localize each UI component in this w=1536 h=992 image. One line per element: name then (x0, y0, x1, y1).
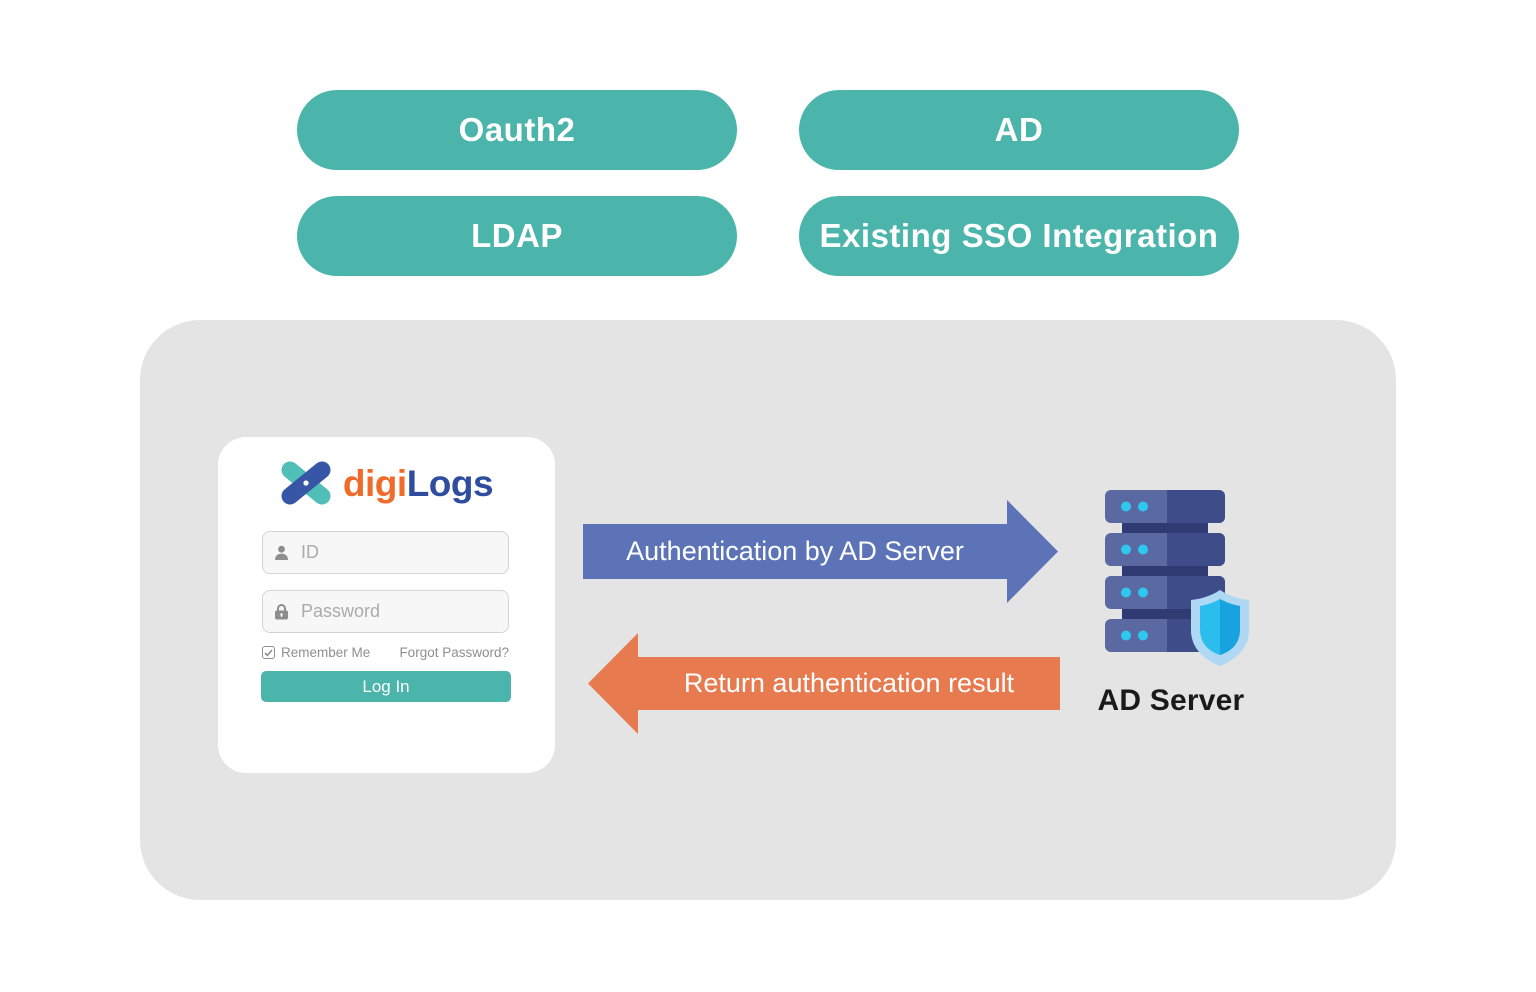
shield-icon (1191, 590, 1249, 666)
ad-server-label: AD Server (1097, 684, 1245, 717)
id-input[interactable] (262, 531, 509, 574)
right-arrow-shape (583, 500, 1058, 603)
digilogs-logo-icon (281, 461, 331, 505)
login-options-row: Remember Me Forgot Password? (262, 644, 509, 661)
brand-logs: Logs (406, 462, 494, 504)
pill-oauth2[interactable]: Oauth2 (297, 90, 737, 170)
pill-ldap[interactable]: LDAP (297, 196, 737, 276)
id-field-wrapper (262, 531, 509, 574)
password-input[interactable] (262, 590, 509, 633)
response-arrow: Return authentication result (588, 633, 1060, 734)
pill-ad[interactable]: AD (799, 90, 1239, 170)
lock-icon (274, 603, 289, 620)
brand-wordmark: digiLogs (342, 462, 494, 504)
request-arrow-label: Authentication by AD Server (626, 536, 964, 566)
request-arrow: Authentication by AD Server (583, 500, 1058, 603)
remember-me-label: Remember Me (281, 645, 371, 660)
check-icon (264, 648, 273, 657)
brand-digi: digi (342, 462, 407, 504)
remember-me-control[interactable]: Remember Me (262, 645, 370, 660)
left-arrow-shape (588, 633, 1060, 734)
response-arrow-label: Return authentication result (683, 668, 1015, 698)
pill-existing-sso-integration[interactable]: Existing SSO Integration (799, 196, 1239, 276)
remember-checkbox[interactable] (262, 646, 275, 659)
password-field-wrapper (262, 590, 509, 633)
user-icon (274, 545, 289, 561)
log-in-button[interactable]: Log In (261, 671, 511, 702)
brand-logo: digiLogs (218, 458, 555, 508)
forgot-password-link[interactable]: Forgot Password? (399, 645, 509, 660)
